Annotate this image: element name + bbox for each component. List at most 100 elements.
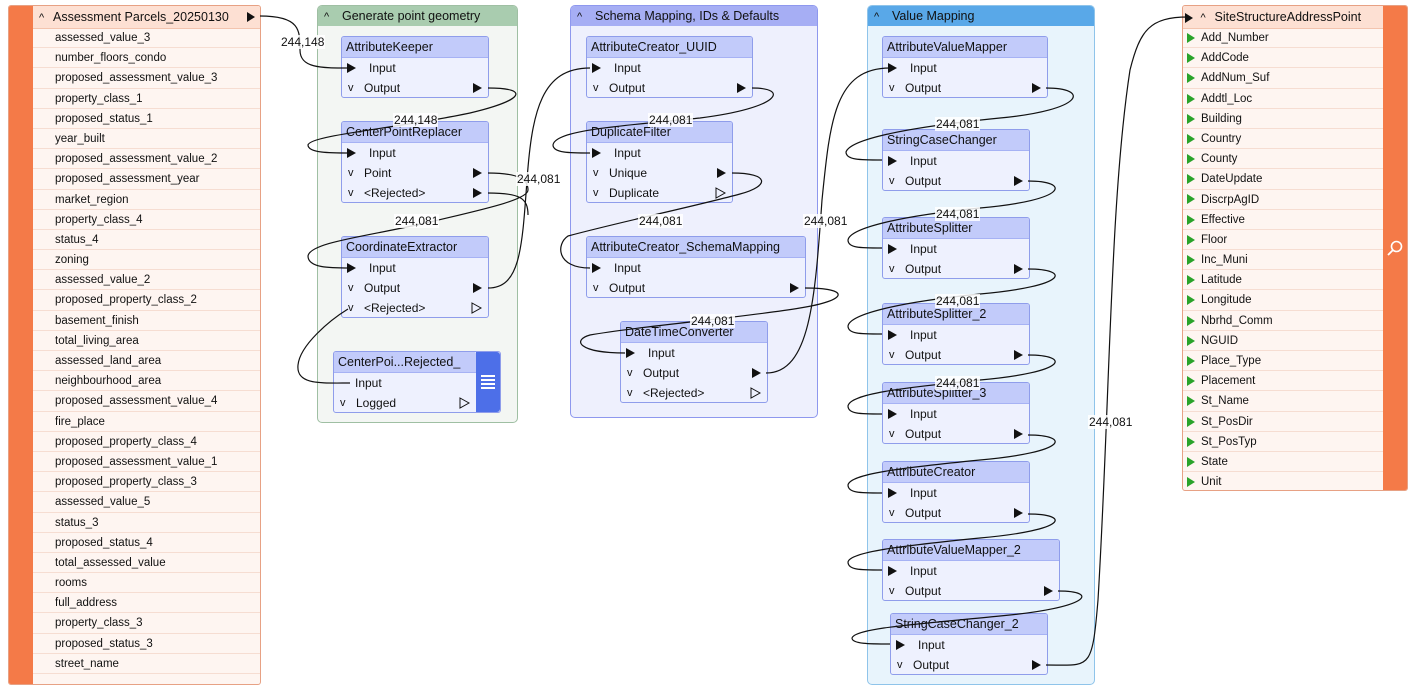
attribute-item[interactable]: Unit <box>1183 472 1383 490</box>
attribute-item[interactable]: street_name <box>33 654 260 674</box>
reader-header[interactable]: ^Assessment Parcels_20250130 <box>33 6 260 29</box>
attribute-item[interactable]: proposed_assessment_value_1 <box>33 452 260 473</box>
attribute-item[interactable]: number_floors_condo <box>33 48 260 69</box>
input-port[interactable]: Input <box>883 483 1029 503</box>
attribute-item[interactable]: Longitude <box>1183 290 1383 311</box>
input-port[interactable]: Input <box>334 373 500 393</box>
attribute-item[interactable]: Nbrhd_Comm <box>1183 311 1383 331</box>
attribute-item[interactable]: Inc_Muni <box>1183 250 1383 271</box>
attribute-item[interactable]: Place_Type <box>1183 351 1383 372</box>
attribute-item[interactable]: DateUpdate <box>1183 169 1383 190</box>
input-port[interactable]: Input <box>883 561 1059 581</box>
rejected-port[interactable]: v<Rejected> <box>342 183 488 203</box>
attribute-item[interactable]: property_class_3 <box>33 613 260 634</box>
reader-feature-type[interactable]: ^Assessment Parcels_20250130 assessed_va… <box>8 5 261 685</box>
attribute-item[interactable]: Latitude <box>1183 270 1383 291</box>
attribute-item[interactable]: St_Name <box>1183 391 1383 412</box>
attribute-item[interactable]: Add_Number <box>1183 28 1383 49</box>
attribute-item[interactable]: AddNum_Suf <box>1183 68 1383 89</box>
rejected-port[interactable]: v<Rejected> <box>621 383 767 403</box>
attribute-item[interactable]: property_class_4 <box>33 210 260 230</box>
attribute-item[interactable]: Building <box>1183 109 1383 129</box>
writer-header[interactable]: ^SiteStructureAddressPoint <box>1183 6 1383 29</box>
attribute-item[interactable]: neighbourhood_area <box>33 371 260 392</box>
attribute-item[interactable]: NGUID <box>1183 331 1383 351</box>
attribute-item[interactable]: proposed_property_class_3 <box>33 472 260 493</box>
input-port[interactable]: Input <box>342 143 488 163</box>
attribute-item[interactable]: status_3 <box>33 513 260 533</box>
attribute-item[interactable]: assessed_value_2 <box>33 270 260 291</box>
attribute-item[interactable]: status_4 <box>33 230 260 251</box>
attribute-item[interactable]: rooms <box>33 573 260 594</box>
collapse-caret-icon[interactable]: ^ <box>1200 12 1206 24</box>
attribute-item[interactable]: zoning <box>33 250 260 271</box>
attribute-item[interactable]: proposed_status_3 <box>33 634 260 654</box>
attribute-item[interactable]: proposed_assessment_value_3 <box>33 68 260 89</box>
input-port[interactable]: Input <box>883 404 1029 424</box>
attribute-item[interactable]: St_PosDir <box>1183 412 1383 432</box>
attribute-item[interactable]: DiscrpAgID <box>1183 190 1383 210</box>
attribute-item[interactable]: basement_finish <box>33 311 260 331</box>
attribute-item[interactable]: assessed_value_3 <box>33 28 260 49</box>
input-port[interactable]: Input <box>891 635 1047 655</box>
input-port-icon[interactable] <box>1185 12 1193 23</box>
attribute-item[interactable]: proposed_assessment_value_4 <box>33 391 260 412</box>
input-port[interactable]: Input <box>342 58 488 78</box>
attribute-item[interactable]: proposed_assessment_year <box>33 169 260 190</box>
input-port[interactable]: Input <box>587 258 805 278</box>
attribute-item[interactable]: proposed_status_4 <box>33 533 260 553</box>
bookmark-header[interactable]: ^Schema Mapping, IDs & Defaults <box>571 6 817 26</box>
bookmark-header[interactable]: ^Generate point geometry <box>318 6 517 26</box>
attribute-item[interactable]: full_address <box>33 593 260 614</box>
input-port[interactable]: Input <box>621 343 767 363</box>
attribute-item[interactable]: St_PosTyp <box>1183 432 1383 452</box>
attribute-item[interactable]: year_built <box>33 129 260 150</box>
attribute-item[interactable]: proposed_assessment_value_2 <box>33 149 260 170</box>
attribute-item[interactable]: County <box>1183 149 1383 170</box>
attribute-item[interactable]: market_region <box>33 190 260 210</box>
input-port[interactable]: Input <box>883 239 1029 259</box>
attribute-item[interactable]: fire_place <box>33 412 260 432</box>
attribute-item[interactable]: Placement <box>1183 371 1383 392</box>
input-port[interactable]: Input <box>883 151 1029 171</box>
collapse-caret-icon[interactable]: ^ <box>577 11 583 23</box>
attribute-item[interactable]: Addtl_Loc <box>1183 89 1383 109</box>
attribute-item[interactable]: total_living_area <box>33 331 260 351</box>
attribute-item[interactable]: proposed_status_1 <box>33 109 260 129</box>
attribute-item[interactable]: assessed_value_5 <box>33 492 260 513</box>
attribute-item[interactable]: AddCode <box>1183 48 1383 69</box>
input-port[interactable]: Input <box>883 325 1029 345</box>
input-port[interactable]: Input <box>883 58 1047 78</box>
attribute-item[interactable]: property_class_1 <box>33 89 260 109</box>
input-port[interactable]: Input <box>342 258 488 278</box>
attribute-item[interactable]: assessed_land_area <box>33 351 260 372</box>
